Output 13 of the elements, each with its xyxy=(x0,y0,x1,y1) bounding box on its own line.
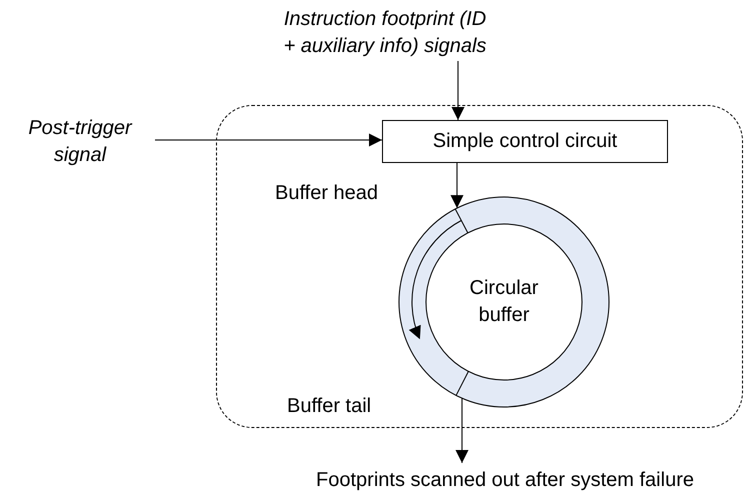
buffer-pointer-label: Buffer tail xyxy=(287,395,372,418)
dashed-boundary xyxy=(216,105,743,428)
circuit-label: Simple control circuit xyxy=(432,129,618,154)
signal-label: Instruction footprint (ID + auxiliary info) signals xyxy=(282,7,488,59)
arrow xyxy=(154,134,382,146)
signal-label: Footprints scanned out after system failure xyxy=(316,468,694,492)
arrow xyxy=(456,398,468,464)
signal-label: Post-trigger signal xyxy=(27,116,134,168)
buffer-pointer-label: Buffer head xyxy=(275,182,378,205)
buffer-label: Circular buffer xyxy=(468,276,540,328)
control-circuit-box xyxy=(382,120,668,163)
arrow xyxy=(452,60,464,120)
arrow xyxy=(450,162,464,209)
